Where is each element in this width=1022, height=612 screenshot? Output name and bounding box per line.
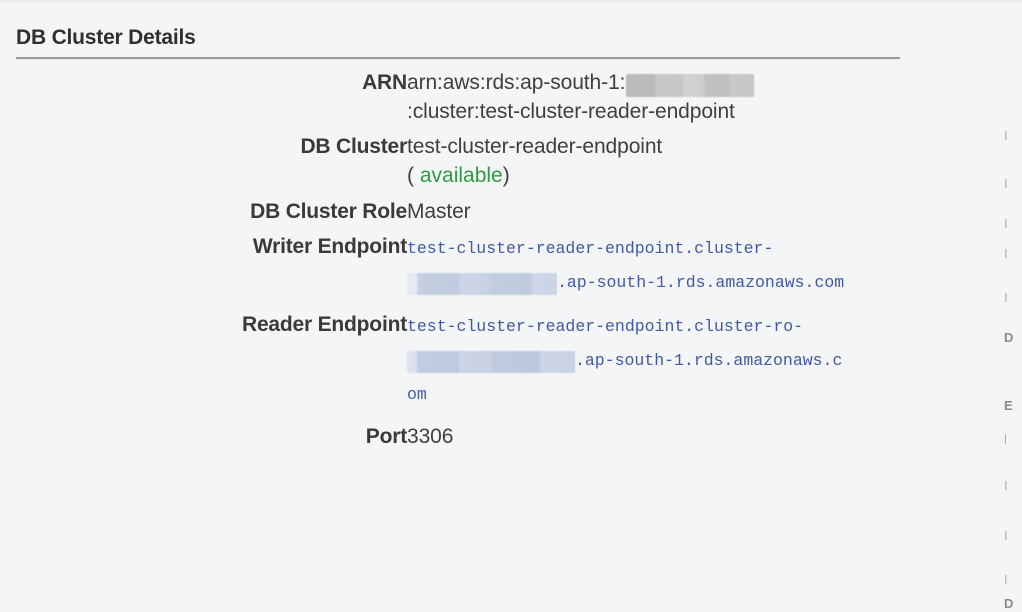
db-cluster-label-cell: DB Cluster [0, 132, 407, 197]
arn-value: arn:aws:rds:ap-south-1::cluster:test-clu… [407, 68, 802, 126]
port-label: Port [365, 425, 407, 448]
clipped-right-column: I I I I I D E l I I I D [1004, 128, 1014, 611]
status-paren-close: ) [502, 164, 510, 187]
db-cluster-value-cell: test-cluster-reader-endpoint ( available… [407, 132, 1022, 197]
table-row-port: Port 3306 [0, 422, 1022, 451]
status-badge: available [419, 164, 503, 187]
table-row-db-cluster: DB Cluster test-cluster-reader-endpoint … [0, 132, 1022, 197]
table-row-writer-endpoint: Writer Endpoint test-cluster-reader-endp… [0, 232, 1022, 310]
writer-endpoint-link[interactable]: test-cluster-reader-endpoint.cluster- .ap… [407, 232, 847, 300]
arn-label-cell: ARN [0, 68, 407, 132]
reader-endpoint-label-cell: Reader Endpoint [0, 310, 407, 422]
writer-endpoint-label-cell: Writer Endpoint [0, 232, 407, 310]
db-cluster-label: DB Cluster [300, 135, 407, 158]
port-value-cell: 3306 [407, 422, 1022, 451]
db-cluster-role-value: Master [407, 200, 471, 223]
arn-label: ARN [362, 71, 407, 94]
arn-prefix: arn:aws:rds:ap-south-1: [407, 71, 626, 94]
port-label-cell: Port [0, 422, 407, 451]
db-cluster-status: ( available) [407, 161, 1022, 191]
writer-endpoint-suffix: .ap-south-1.rds.amazonaws.com [557, 273, 845, 292]
arn-account-id-redaction [626, 73, 755, 97]
reader-endpoint-suffix: .ap-south-1.rds.amazonaws.com [407, 351, 843, 404]
reader-endpoint-prefix: test-cluster-reader-endpoint.cluster-ro- [407, 317, 804, 336]
page-title: DB Cluster Details [16, 26, 196, 49]
table-row-arn: ARN arn:aws:rds:ap-south-1::cluster:test… [0, 68, 1022, 132]
writer-endpoint-value-cell: test-cluster-reader-endpoint.cluster- .ap… [407, 232, 1022, 310]
title-divider [16, 57, 900, 60]
db-cluster-role-label: DB Cluster Role [250, 200, 407, 223]
arn-suffix: :cluster:test-cluster-reader-endpoint [407, 100, 735, 123]
arn-value-cell: arn:aws:rds:ap-south-1::cluster:test-clu… [407, 68, 1022, 132]
reader-endpoint-value-cell: test-cluster-reader-endpoint.cluster-ro-… [407, 310, 1022, 422]
status-paren-open: ( [407, 164, 414, 187]
db-cluster-role-label-cell: DB Cluster Role [0, 197, 407, 232]
port-value: 3306 [407, 425, 454, 448]
writer-endpoint-resource-id-redaction [407, 273, 557, 296]
reader-endpoint-label: Reader Endpoint [241, 313, 407, 336]
table-row-reader-endpoint: Reader Endpoint test-cluster-reader-endp… [0, 310, 1022, 422]
db-cluster-name: test-cluster-reader-endpoint [407, 135, 663, 158]
db-cluster-role-value-cell: Master [407, 197, 1022, 232]
db-cluster-details-table: ARN arn:aws:rds:ap-south-1::cluster:test… [0, 68, 1022, 451]
reader-endpoint-link[interactable]: test-cluster-reader-endpoint.cluster-ro-… [407, 310, 847, 412]
table-row-db-cluster-role: DB Cluster Role Master [0, 197, 1022, 232]
window-top-edge [0, 0, 1022, 5]
writer-endpoint-label: Writer Endpoint [252, 235, 407, 258]
reader-endpoint-resource-id-redaction [407, 351, 575, 374]
writer-endpoint-prefix: test-cluster-reader-endpoint.cluster- [407, 239, 774, 258]
